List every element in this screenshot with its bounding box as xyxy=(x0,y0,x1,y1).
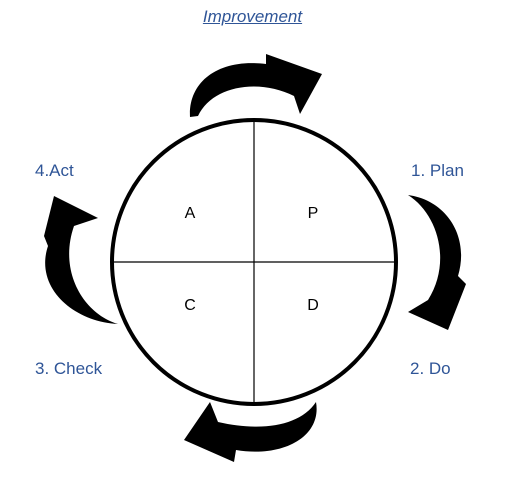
quadrant-label-bottom-left: C xyxy=(184,297,196,314)
curved-arrow-right-icon xyxy=(189,54,322,117)
diagram-heading: Improvement xyxy=(202,7,303,26)
curved-arrow-up-icon xyxy=(44,196,118,324)
step-label-act: 4.Act xyxy=(35,161,74,180)
quadrant-label-bottom-right: D xyxy=(307,297,319,314)
quadrant-label-top-right: P xyxy=(307,205,319,222)
step-label-do: 2. Do xyxy=(410,359,451,378)
step-label-check: 3. Check xyxy=(35,359,103,378)
curved-arrow-down-icon xyxy=(408,195,466,330)
step-label-plan: 1. Plan xyxy=(411,161,464,180)
curved-arrow-left-icon xyxy=(184,402,317,462)
quadrant-label-top-left: A xyxy=(184,205,196,222)
